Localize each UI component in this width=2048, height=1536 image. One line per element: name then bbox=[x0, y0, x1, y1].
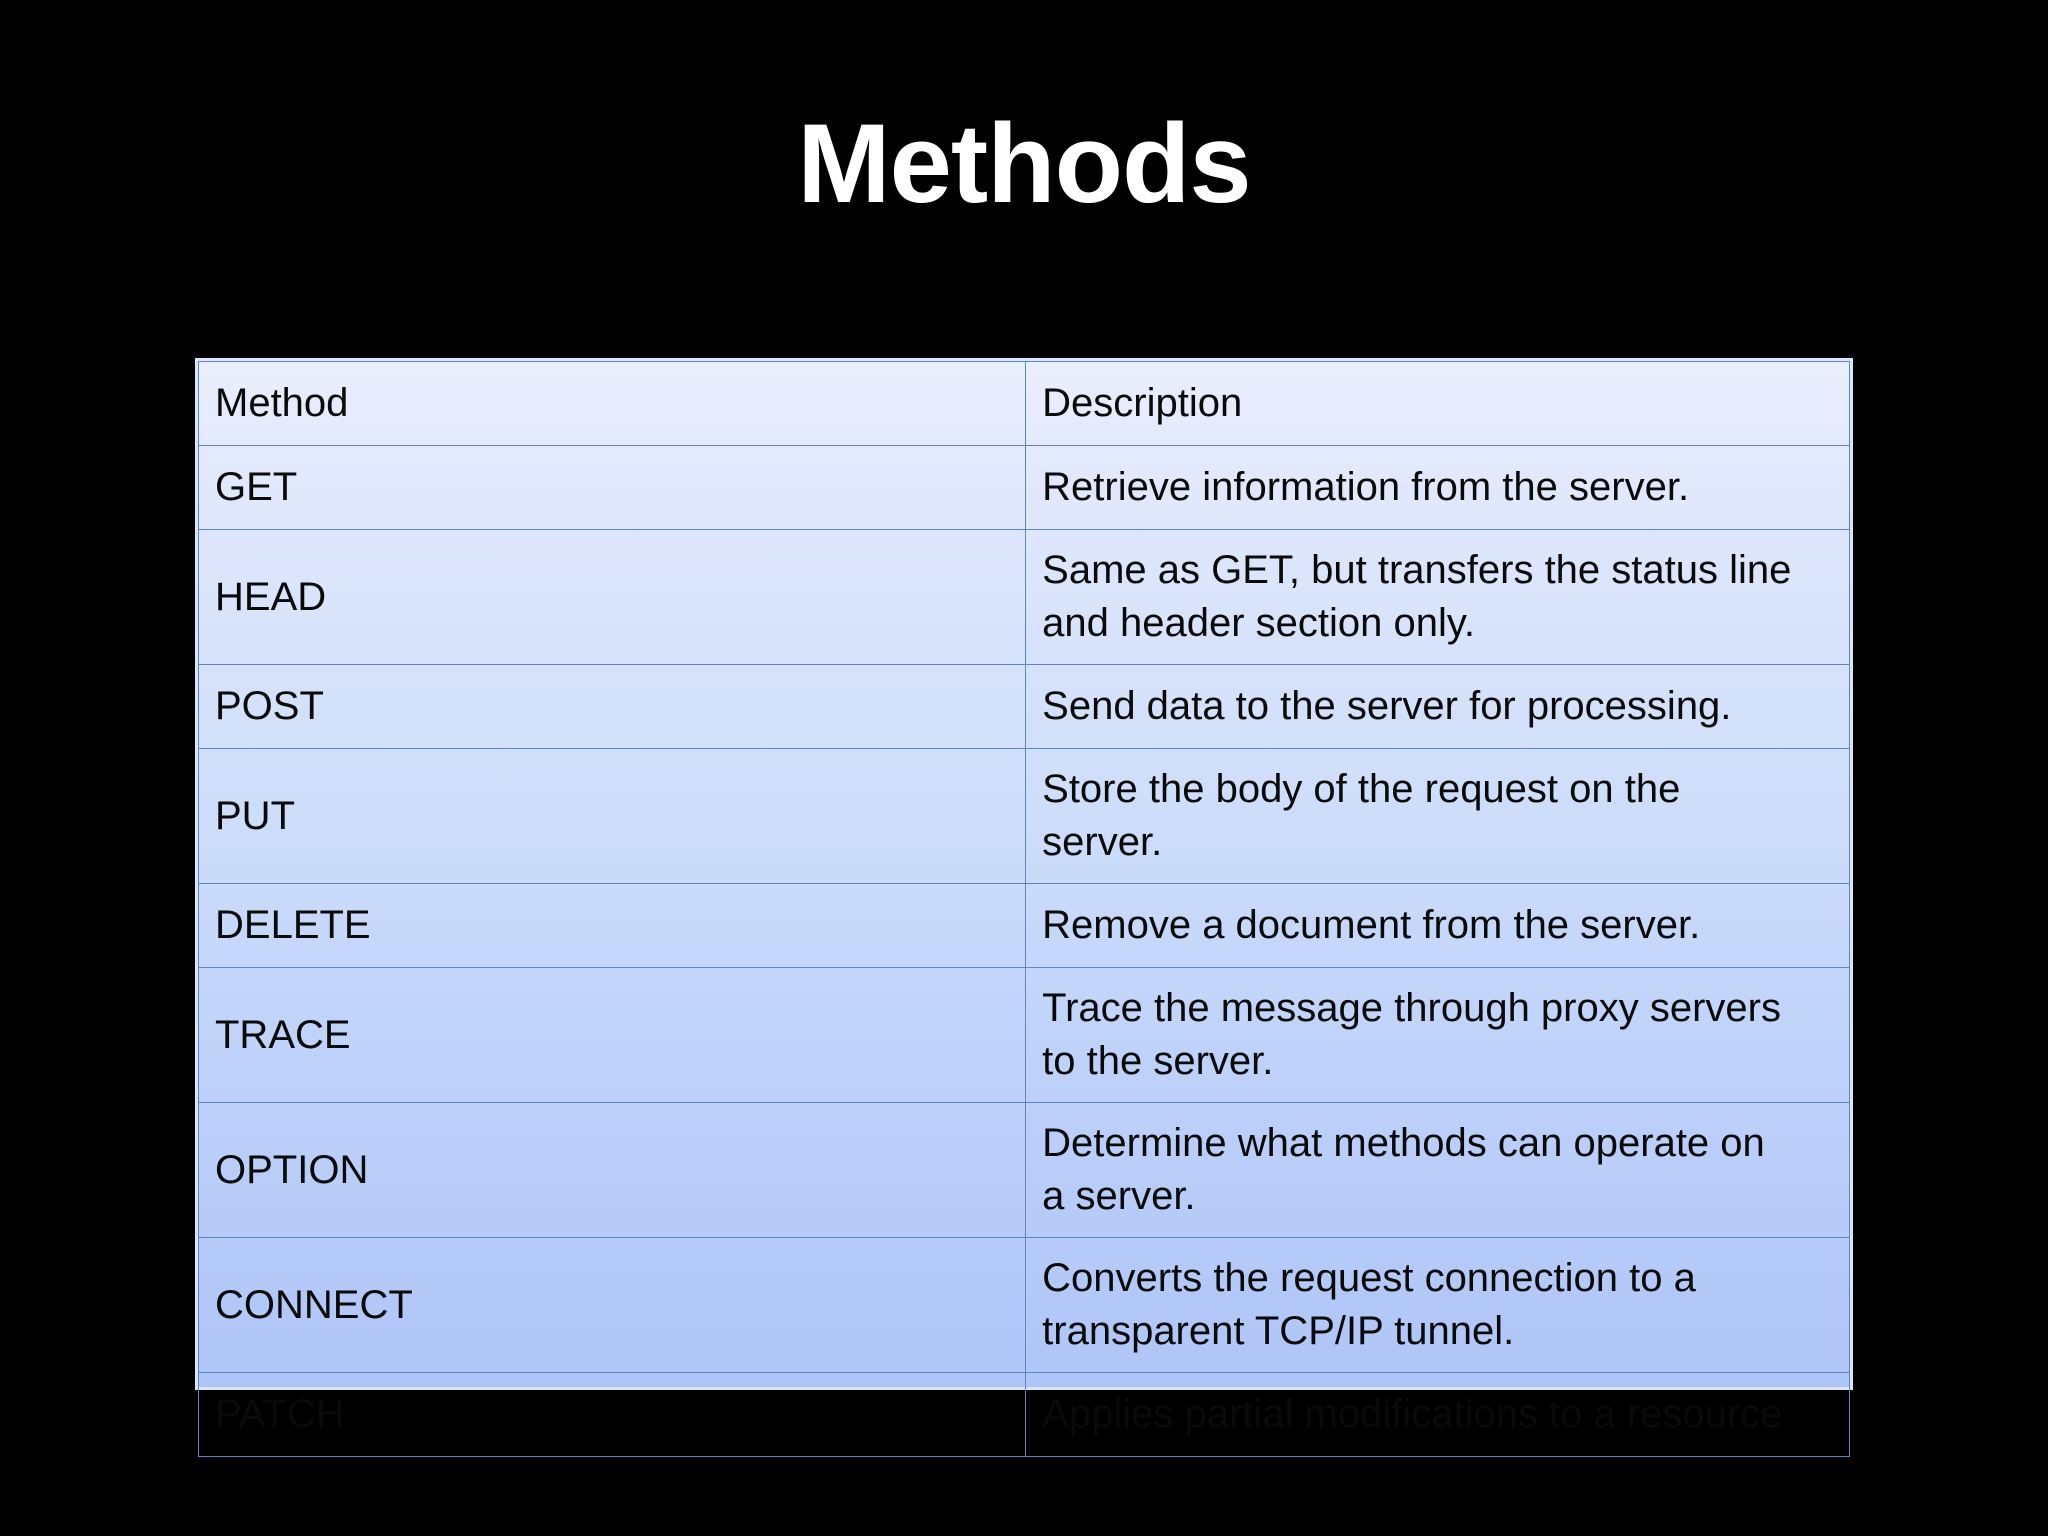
cell-description: Send data to the server for processing. bbox=[1025, 664, 1850, 749]
cell-description: Determine what methods can operate on a s… bbox=[1025, 1102, 1850, 1238]
cell-method: PUT bbox=[197, 748, 1027, 884]
table-row: POST Send data to the server for processi… bbox=[197, 664, 1850, 749]
description-line: and header section only. bbox=[1042, 601, 1476, 645]
column-header-description: Description bbox=[1025, 361, 1850, 446]
description-line: Send data to the server for processing. bbox=[1042, 684, 1732, 729]
description-line: Same as GET, but transfers the status li… bbox=[1042, 548, 1792, 593]
description-line: Retrieve information from the server. bbox=[1042, 465, 1690, 510]
methods-table-container: Method Description GET Retrieve informati… bbox=[195, 358, 1853, 1457]
description-line: Applies partial modifications to a resou… bbox=[1042, 1392, 1783, 1437]
description-line: Store the body of the request on the bbox=[1042, 767, 1681, 812]
cell-description: Remove a document from the server. bbox=[1025, 883, 1850, 968]
description-line: server. bbox=[1042, 820, 1163, 864]
description-line: Determine what methods can operate on bbox=[1042, 1121, 1765, 1166]
cell-method: OPTION bbox=[197, 1102, 1027, 1238]
cell-description: Converts the request connection to a tran… bbox=[1025, 1237, 1850, 1373]
page-title: Methods bbox=[797, 101, 1251, 226]
description-line: Remove a document from the server. bbox=[1042, 903, 1701, 948]
description-line: a server. bbox=[1042, 1174, 1196, 1218]
table-body: GET Retrieve information from the server.… bbox=[197, 445, 1850, 1457]
table-row: DELETE Remove a document from the server. bbox=[197, 883, 1850, 968]
cell-method: POST bbox=[197, 664, 1027, 749]
cell-method: DELETE bbox=[197, 883, 1027, 968]
description-line: Converts the request connection to a bbox=[1042, 1256, 1696, 1301]
cell-method: CONNECT bbox=[197, 1237, 1027, 1373]
cell-description: Same as GET, but transfers the status li… bbox=[1025, 529, 1850, 665]
cell-method: GET bbox=[197, 445, 1027, 530]
cell-description: Trace the message through proxy servers t… bbox=[1025, 967, 1850, 1103]
table-row: HEAD Same as GET, but transfers the statu… bbox=[197, 529, 1850, 665]
table-header-row: Method Description bbox=[197, 361, 1850, 446]
column-header-method: Method bbox=[197, 361, 1027, 446]
methods-table: Method Description GET Retrieve informati… bbox=[197, 361, 1850, 1457]
cell-description: Store the body of the request on the serv… bbox=[1025, 748, 1850, 884]
cell-method: TRACE bbox=[197, 967, 1027, 1103]
description-line: transparent TCP/IP tunnel. bbox=[1042, 1309, 1515, 1353]
table-row: PUT Store the body of the request on the s… bbox=[197, 748, 1850, 884]
table-row: PATCH Applies partial modifications to a … bbox=[197, 1372, 1850, 1457]
cell-method: PATCH bbox=[197, 1372, 1027, 1457]
cell-description: Retrieve information from the server. bbox=[1025, 445, 1850, 530]
table-head: Method Description bbox=[197, 361, 1850, 446]
description-line: to the server. bbox=[1042, 1039, 1274, 1083]
cell-description: Applies partial modifications to a resou… bbox=[1025, 1372, 1850, 1457]
description-line: Trace the message through proxy servers bbox=[1042, 986, 1781, 1031]
table-row: GET Retrieve information from the server. bbox=[197, 445, 1850, 530]
cell-method: HEAD bbox=[197, 529, 1027, 665]
